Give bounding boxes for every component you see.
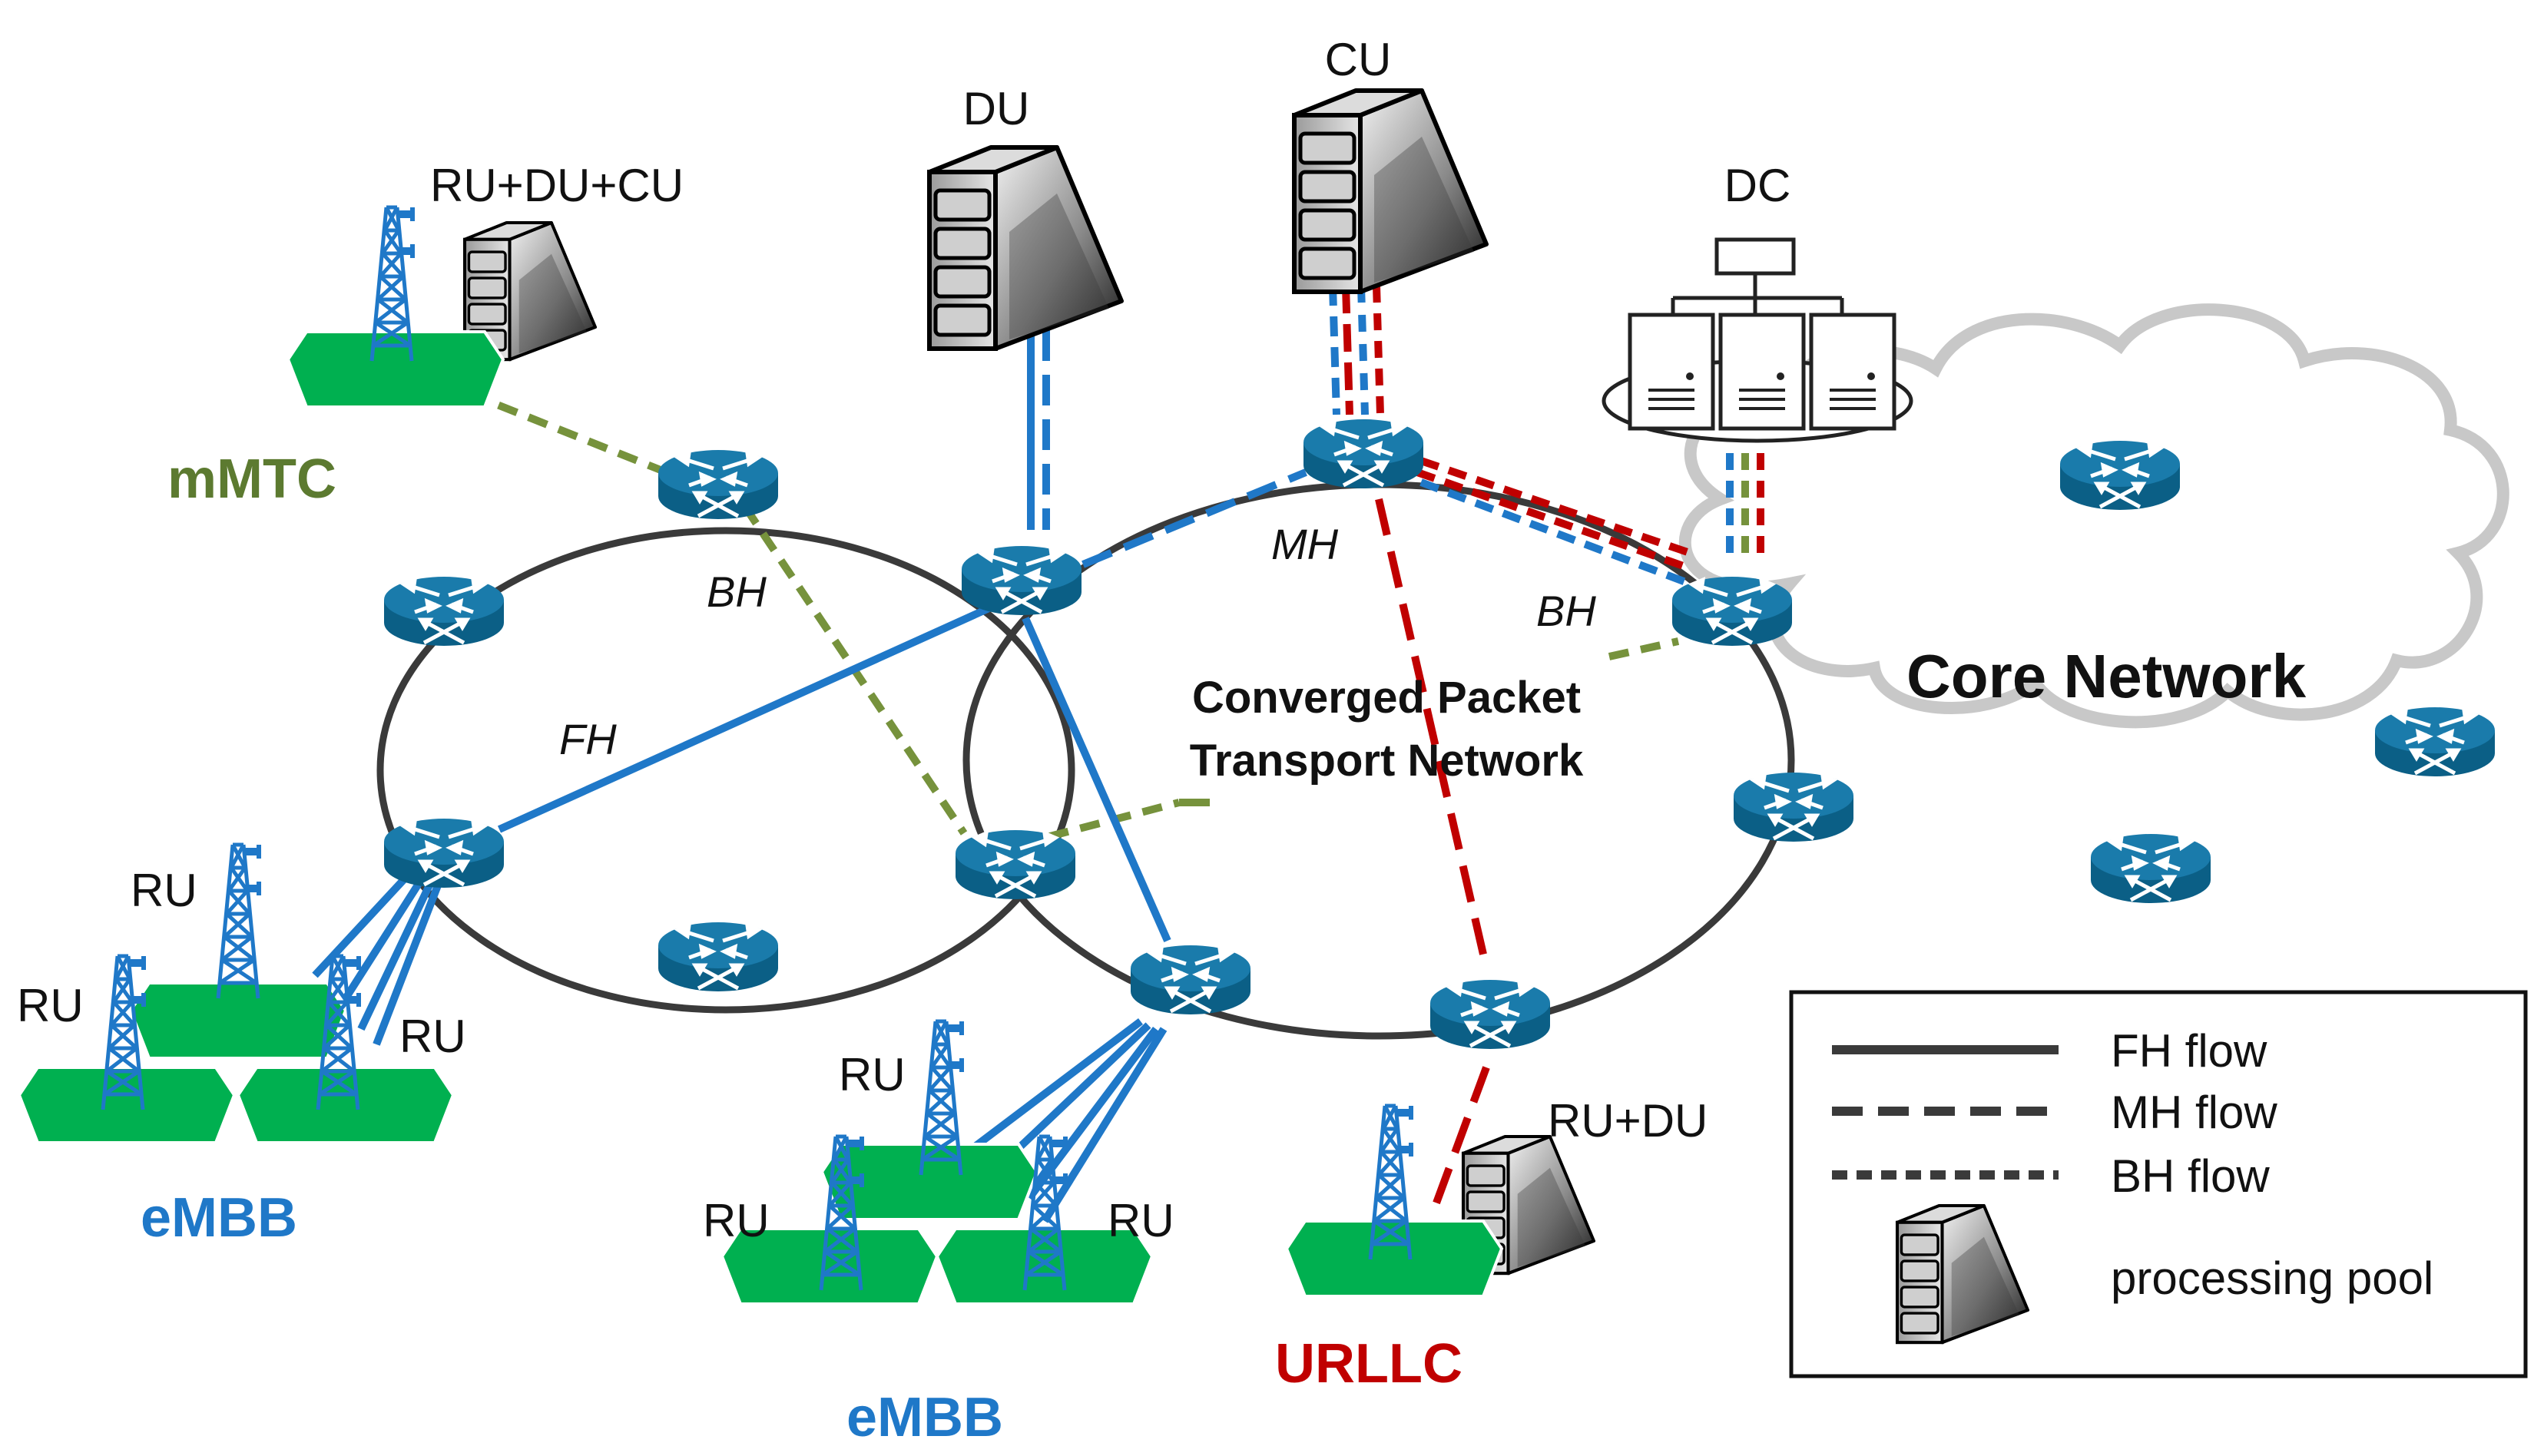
router-icon xyxy=(1734,773,1853,842)
core-network-label: Core Network xyxy=(1906,642,2307,710)
urllc-label: URLLC xyxy=(1275,1333,1462,1395)
embb-left-label: eMBB xyxy=(141,1187,297,1249)
mh-flow xyxy=(1082,468,1490,1215)
mmtc-label: mMTC xyxy=(167,448,336,510)
router-icon xyxy=(658,450,778,519)
transport-network-label-1: Converged Packet xyxy=(1192,673,1581,723)
du-server-icon xyxy=(929,147,1121,349)
router-icon xyxy=(1303,419,1423,488)
router-icon xyxy=(2375,707,2495,776)
embb-right-label: eMBB xyxy=(846,1387,1003,1448)
ru-label: RU xyxy=(399,1011,466,1062)
mh-label: MH xyxy=(1271,520,1339,568)
du-label: DU xyxy=(963,83,1030,134)
router-icon xyxy=(2060,441,2180,510)
transport-network-label-2: Transport Network xyxy=(1190,736,1584,786)
cu-server-icon xyxy=(1294,91,1486,292)
fh-label: FH xyxy=(559,715,617,763)
router-icon xyxy=(384,577,504,646)
legend-mh-flow: MH flow xyxy=(2111,1087,2277,1138)
ru-label: RU xyxy=(131,865,197,916)
router-icon xyxy=(1430,980,1550,1049)
router-icon xyxy=(658,922,778,991)
mmtc-cell xyxy=(287,330,505,409)
embb-right-cells xyxy=(720,1143,1154,1305)
ru-label: RU xyxy=(703,1195,770,1246)
router-icon xyxy=(1131,945,1250,1014)
ru-du-label: RU+DU xyxy=(1548,1095,1708,1147)
router-icon xyxy=(384,819,504,888)
ru-label: RU xyxy=(1108,1195,1174,1246)
ru-label: RU xyxy=(17,980,84,1031)
dc-label: DC xyxy=(1724,160,1791,211)
bh-flow xyxy=(1416,457,1691,587)
left-ring xyxy=(376,527,1075,1014)
legend-processing-pool: processing pool xyxy=(2111,1252,2433,1304)
legend-bh-flow: BH flow xyxy=(2111,1150,2270,1202)
bh-label: BH xyxy=(707,568,767,616)
router-icon xyxy=(1672,577,1792,646)
router-icon xyxy=(2091,834,2211,903)
ru-label: RU xyxy=(839,1049,906,1100)
du-link xyxy=(1027,330,1050,530)
data-center-icon xyxy=(1602,237,1913,443)
legend-fh-flow: FH flow xyxy=(2111,1025,2267,1077)
bh-label: BH xyxy=(1536,587,1596,635)
cu-label: CU xyxy=(1325,34,1392,85)
cu-link xyxy=(1329,285,1384,415)
router-icon xyxy=(956,830,1075,899)
router-icon xyxy=(962,546,1082,615)
dc-link xyxy=(1726,453,1764,557)
legend: FH flow MH flow BH flow processing pool xyxy=(1789,990,2528,1378)
cell-tower-icon xyxy=(218,845,261,998)
ru-du-cu-label: RU+DU+CU xyxy=(430,160,684,211)
fh-flow xyxy=(312,603,1171,1223)
